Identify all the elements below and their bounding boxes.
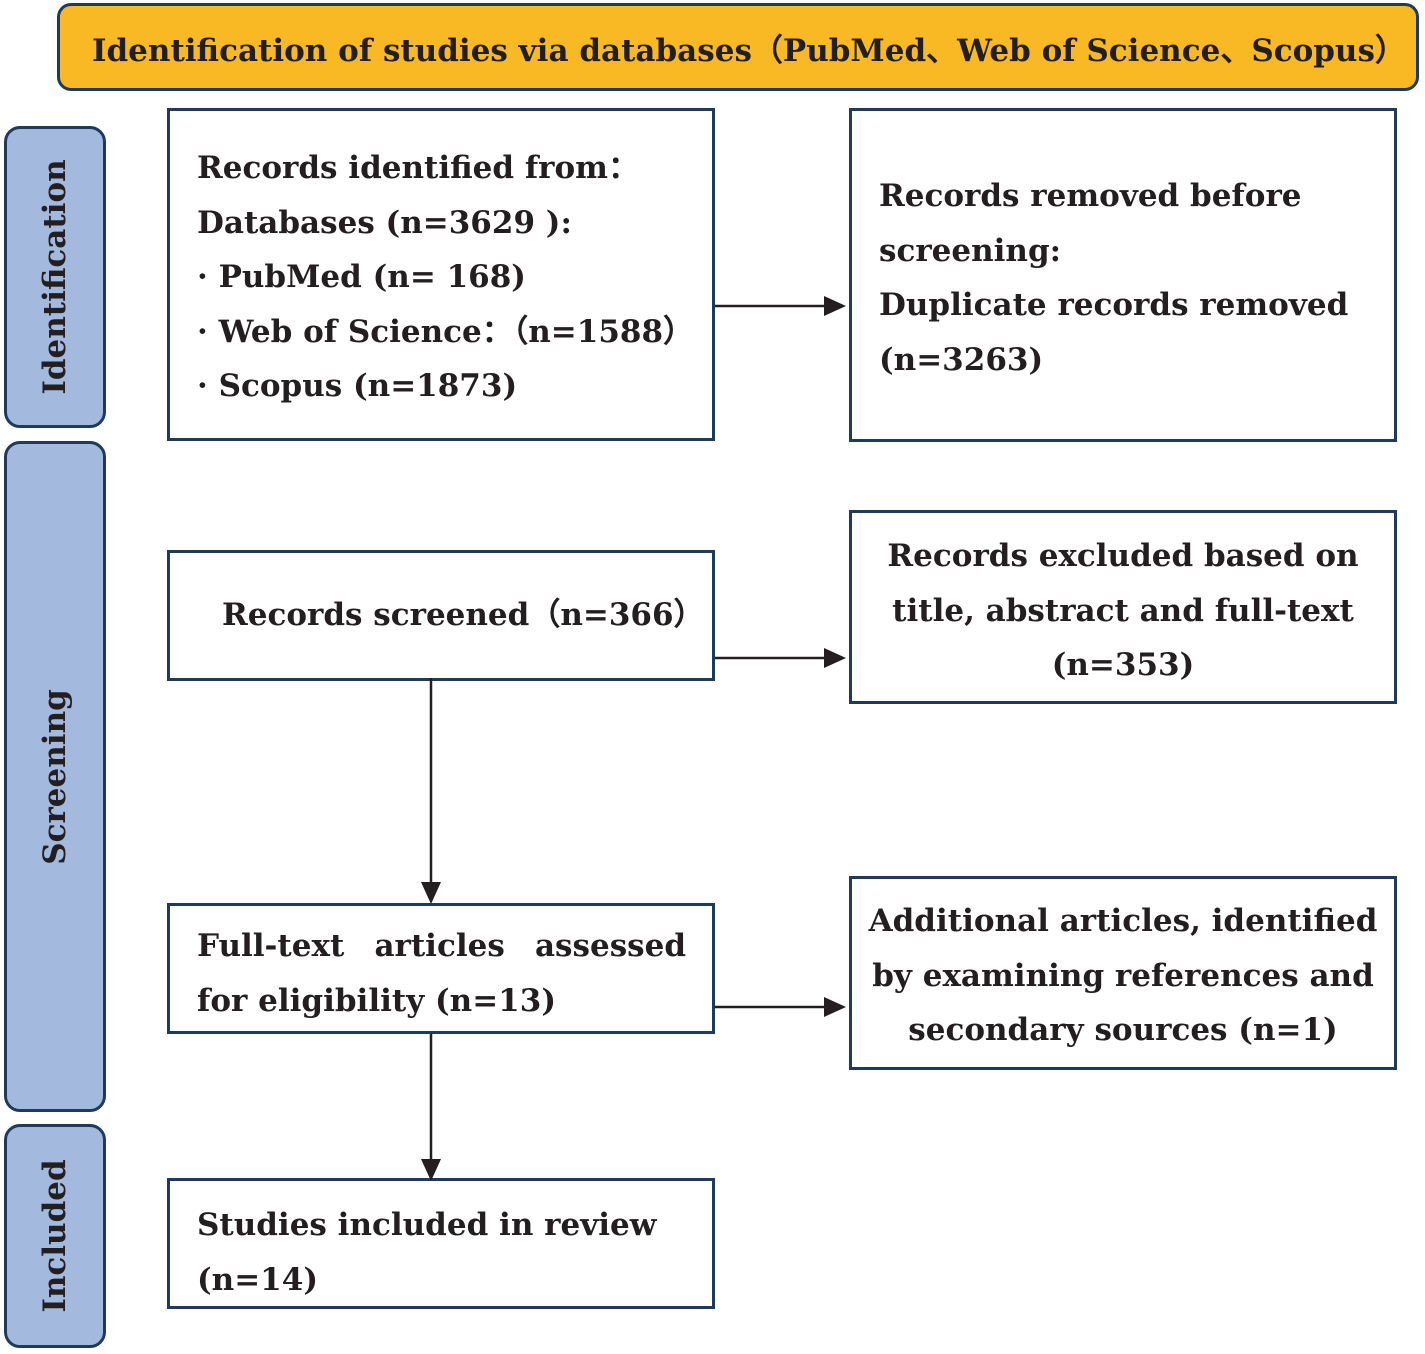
records-removed-line: Duplicate records removed (879, 287, 1349, 323)
studies-included-line: Studies included in review (197, 1207, 657, 1243)
records-identified-line: Databases (n=3629 ): (197, 204, 572, 241)
studies-included-line: (n=14) (197, 1261, 318, 1298)
records-identified-line: Records identified from： (197, 150, 639, 186)
additional-articles-line: Additional articles, identified (868, 903, 1378, 939)
records-excluded-line: (n=353) (1051, 647, 1195, 683)
full-text-assessed-text: Full-text articles assessed for eligibil… (197, 928, 686, 1019)
arrowhead-down (421, 882, 441, 904)
phase-included: Included (4, 1124, 106, 1348)
records-identified-line: · Web of Science：（n=1588） (197, 313, 695, 350)
phase-identification: Identification (4, 126, 106, 428)
records-excluded-line: Records excluded based on (887, 538, 1359, 574)
full-text-assessed-box: Full-text articles assessed for eligibil… (167, 903, 715, 1034)
studies-included-box: Studies included in review (n=14) (167, 1178, 715, 1309)
records-screened-box: Records screened（n=366） (167, 550, 715, 681)
records-identified-line: · PubMed (n= 168) (197, 259, 526, 295)
arrowhead-right (824, 648, 846, 668)
records-removed-box: Records removed before screening: Duplic… (849, 108, 1397, 442)
arrowhead-down (421, 1159, 441, 1181)
records-screened-text: Records screened（n=366） (222, 597, 705, 634)
header-title: Identification of studies via databases（… (92, 32, 1406, 69)
additional-articles-box: Additional articles, identified by exami… (849, 876, 1397, 1070)
records-excluded-box: Records excluded based on title, abstrac… (849, 510, 1397, 704)
records-removed-line: screening: (879, 232, 1062, 269)
additional-articles-line: secondary sources (n=1) (908, 1012, 1338, 1048)
arrowhead-right (824, 997, 846, 1017)
records-removed-line: (n=3263) (879, 341, 1044, 378)
arrowhead-right (824, 296, 846, 316)
phase-screening: Screening (4, 441, 106, 1112)
additional-articles-line: by examining references and (872, 957, 1374, 994)
header-banner: Identification of studies via databases（… (57, 3, 1419, 91)
records-removed-line: Records removed before (879, 178, 1302, 214)
records-excluded-line: title, abstract and full-text (892, 592, 1354, 629)
records-identified-box: Records identified from： Databases (n=36… (167, 108, 715, 441)
records-identified-line: · Scopus (n=1873) (197, 368, 518, 404)
